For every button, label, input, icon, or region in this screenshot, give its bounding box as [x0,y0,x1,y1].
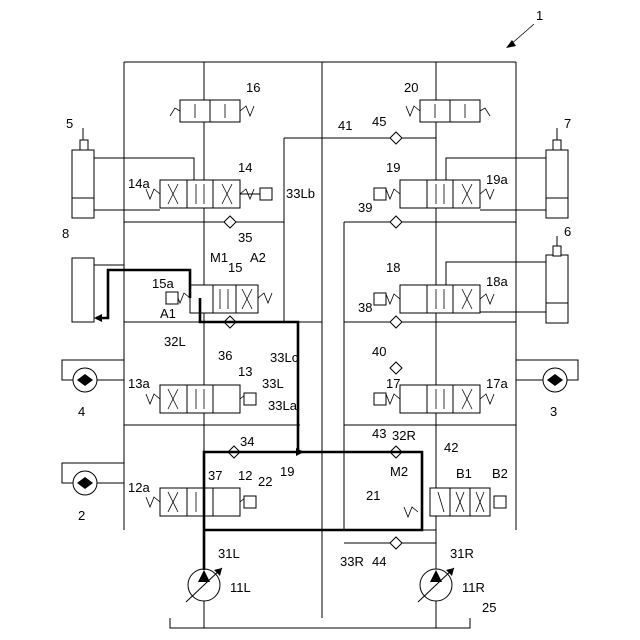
highlighted-flow-path [94,270,422,570]
pump-11L [186,568,222,602]
pump-11R [418,568,454,602]
label-A1: A1 [160,306,176,321]
control-valve-13 [146,385,256,413]
label-20: 20 [404,80,418,95]
label-32L: 32L [164,334,186,349]
label-22: 22 [258,474,272,489]
label-5: 5 [66,116,73,131]
label-40: 40 [372,344,386,359]
label-12: 12 [238,468,252,483]
motor-8 [72,258,124,322]
label-7: 7 [564,116,571,131]
label-31R: 31R [450,546,474,561]
leader-1 [510,24,534,45]
label-13a: 13a [128,376,150,391]
label-37: 37 [208,468,222,483]
control-valve-12 [146,488,256,516]
label-33Lc: 33Lc [270,350,299,365]
label-34: 34 [240,434,254,449]
label-43: 43 [372,426,386,441]
label-13: 13 [238,364,252,379]
valve-20 [406,100,490,122]
control-valve-15 [166,285,272,313]
hydraulic-motor-2 [62,463,124,495]
label-38: 38 [358,300,372,315]
label-16: 16 [246,80,260,95]
label-14a: 14a [128,176,150,191]
label-B1: B1 [456,466,472,481]
label-19-upper: 19 [386,160,400,175]
label-11R: 11R [462,580,485,595]
label-15: 15 [228,260,242,275]
label-44: 44 [372,554,386,569]
label-33L: 33L [262,376,284,391]
label-1: 1 [536,8,543,23]
label-33La: 33La [268,398,298,413]
label-17a: 17a [486,376,508,391]
label-19-lower: 19 [280,464,294,479]
label-21: 21 [366,488,380,503]
label-6: 6 [564,224,571,239]
control-valve-14 [146,180,272,208]
hydraulic-motor-4 [62,360,124,392]
label-B2: B2 [492,466,508,481]
label-42: 42 [444,440,458,455]
label-A2: A2 [250,250,266,265]
label-3: 3 [550,404,557,419]
label-32R: 32R [392,428,416,443]
label-33Lb: 33Lb [286,186,315,201]
label-M1: M1 [210,250,228,265]
label-15a: 15a [152,276,174,291]
label-35: 35 [238,230,252,245]
label-18a: 18a [486,274,508,289]
label-12a: 12a [128,480,150,495]
label-39: 39 [358,200,372,215]
control-valve-18 [374,285,494,313]
label-17: 17 [386,376,400,391]
label-18: 18 [386,260,400,275]
valve-21 [404,488,506,517]
hydraulic-motor-3 [516,360,578,392]
control-valve-19 [374,180,494,208]
label-M2: M2 [390,464,408,479]
label-41: 41 [338,118,352,133]
label-19a: 19a [486,172,508,187]
label-31L: 31L [218,546,240,561]
label-2: 2 [78,508,85,523]
label-11L: 11L [230,580,251,595]
label-14: 14 [238,160,252,175]
label-45: 45 [372,114,386,129]
valve-16 [170,100,254,122]
label-36: 36 [218,348,232,363]
label-4: 4 [78,404,85,419]
label-8: 8 [62,226,69,241]
label-33R: 33R [340,554,364,569]
label-25: 25 [482,600,496,615]
